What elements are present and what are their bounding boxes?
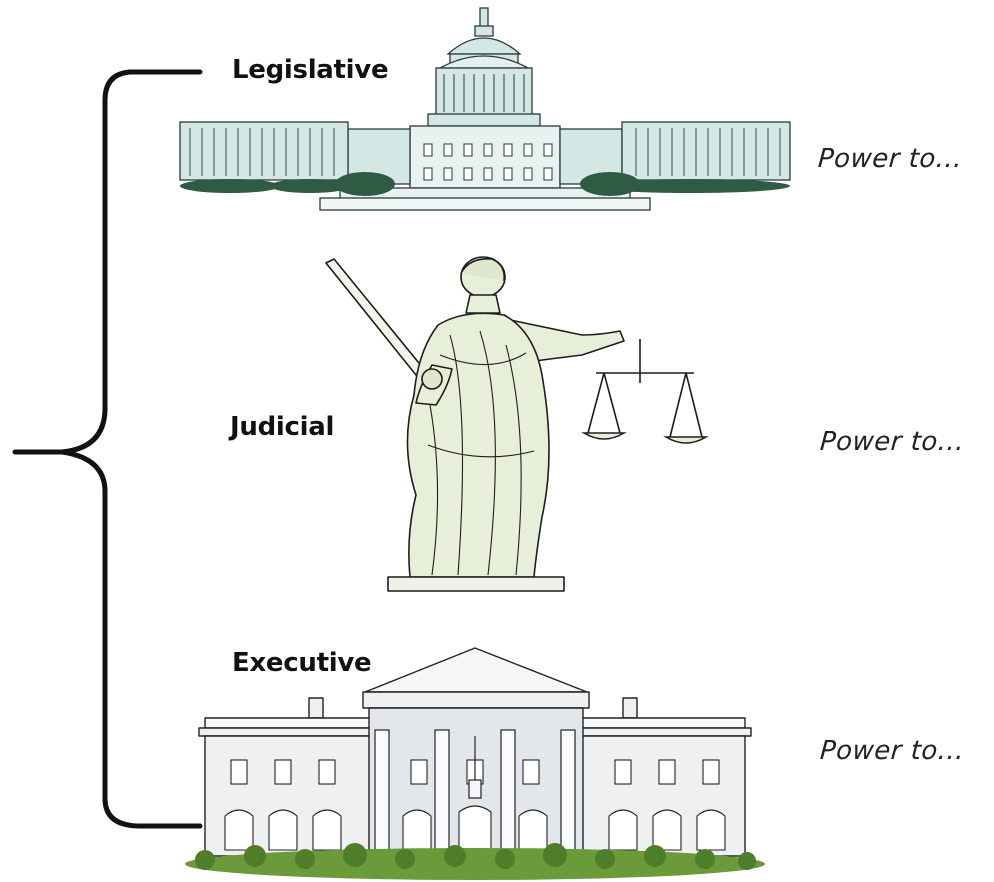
executive-label: Executive — [232, 648, 372, 678]
capitol-building-illustration — [179, 7, 791, 211]
white-house-illustration — [185, 647, 765, 880]
legislative-power-text: Power to... — [816, 144, 964, 174]
judicial-power-text: Power to... — [818, 427, 966, 457]
legislative-label: Legislative — [232, 55, 389, 85]
lady-justice-statue-illustration — [325, 256, 709, 592]
judicial-label: Judicial — [230, 412, 335, 442]
executive-power-text: Power to... — [818, 736, 966, 766]
